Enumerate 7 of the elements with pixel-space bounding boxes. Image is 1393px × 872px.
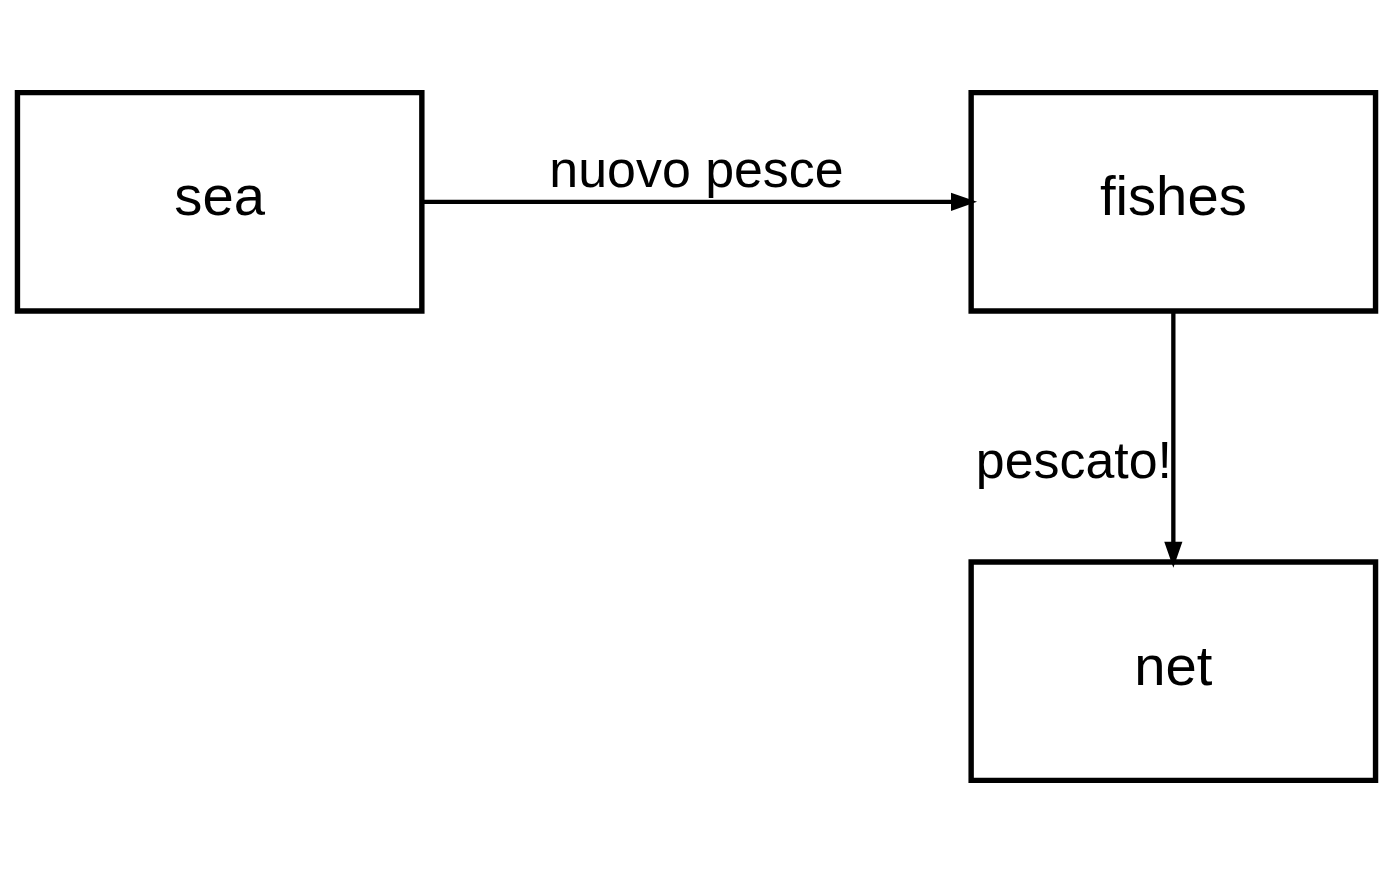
node-box: fishes bbox=[968, 89, 1379, 314]
edge-label: nuovo pesce bbox=[549, 139, 844, 198]
node-box: net bbox=[968, 558, 1379, 783]
arrow bbox=[422, 192, 978, 211]
node-box: sea bbox=[14, 89, 425, 314]
arrow bbox=[1164, 310, 1183, 568]
edge-label: pescato! bbox=[975, 430, 1172, 489]
